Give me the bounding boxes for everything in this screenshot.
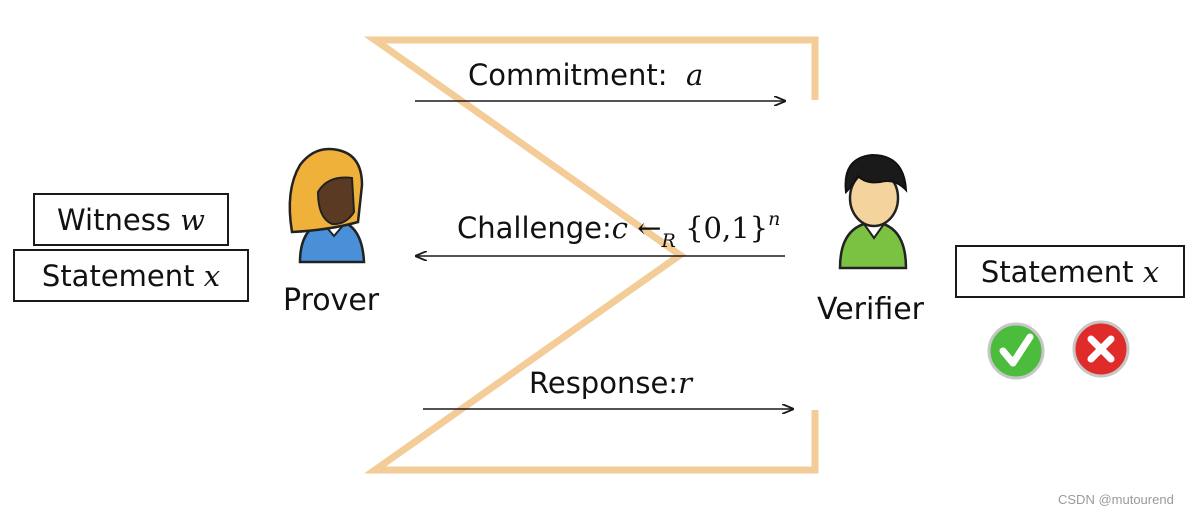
witness-var: w [180,202,205,237]
watermark: CSDN @mutourend [1058,492,1174,507]
commitment-message: Commitment: a [468,58,703,92]
response-message: Response:r [529,366,692,400]
verifier-label: Verifier [817,292,925,327]
response-label: Response: [529,366,679,400]
challenge-message: Challenge:c ←R {0,1}n [457,208,781,252]
sigma-shape [363,36,819,474]
verifier-avatar-icon [838,153,908,270]
prover-label: Prover [283,283,380,318]
challenge-sub: R [661,230,676,252]
statement-box-right: Statement x [955,245,1185,298]
challenge-exp: n [768,208,781,230]
response-var: r [678,366,692,400]
statement-label-left: Statement [41,258,195,293]
statement-var-right: x [1142,254,1160,289]
challenge-set: {0,1} [685,211,769,245]
challenge-label: Challenge: [457,211,612,245]
statement-box-left: Statement x [13,249,249,302]
challenge-var: c [611,211,629,245]
statement-var-left: x [203,258,221,293]
witness-label: Witness [57,202,171,237]
cross-icon [1072,320,1130,378]
commitment-label: Commitment: [468,58,668,92]
prover-avatar-icon [288,147,366,264]
check-icon [987,322,1045,380]
commitment-var: a [685,58,704,92]
witness-box: Witness w [33,193,229,246]
challenge-arrow-symbol: ← [637,211,662,245]
statement-label-right: Statement [980,254,1134,289]
